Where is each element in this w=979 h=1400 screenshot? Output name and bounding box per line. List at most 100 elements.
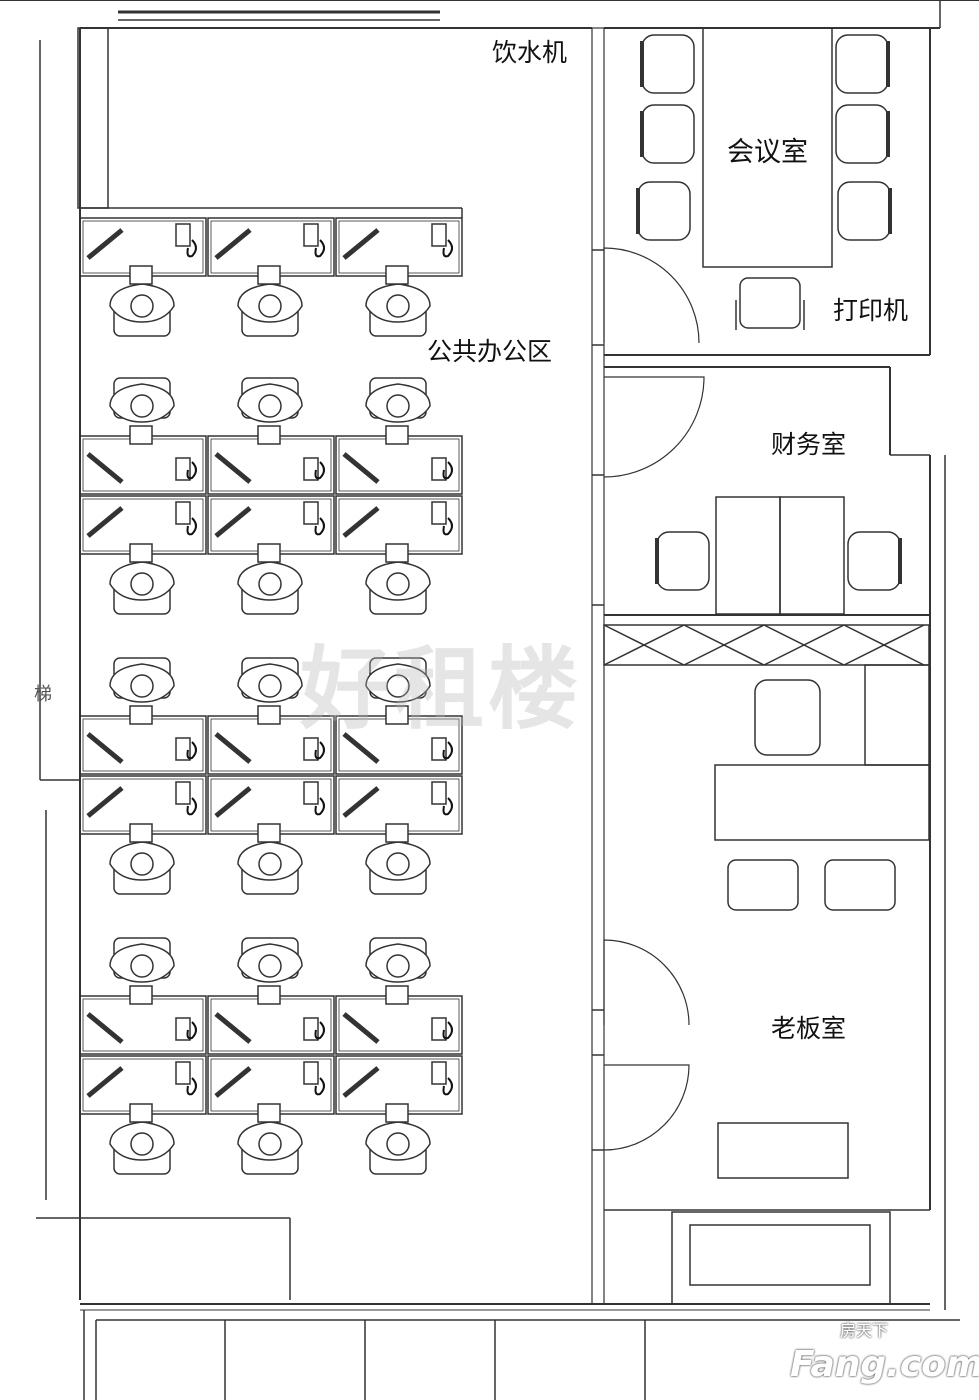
phone (175, 737, 191, 761)
paper (257, 1103, 281, 1123)
person-head (386, 852, 410, 876)
label-finance-room: 财务室 (771, 430, 847, 459)
paper (257, 425, 281, 445)
workstation (79, 217, 207, 337)
sofa (671, 1211, 891, 1305)
workstation (335, 937, 463, 1055)
phone-cord (442, 797, 453, 816)
workstation (335, 377, 463, 495)
paper (129, 985, 153, 1005)
workstation (79, 377, 207, 495)
phone (303, 501, 319, 525)
workstation (79, 1055, 207, 1175)
monitor (342, 506, 380, 538)
monitor (342, 1066, 380, 1098)
phone-cord (442, 1021, 453, 1040)
cabinet-x (603, 624, 685, 666)
monitor (214, 1012, 252, 1044)
person-head (386, 1132, 410, 1156)
person-head (130, 294, 154, 318)
phone-cord (186, 741, 197, 760)
phone-cord (186, 797, 197, 816)
paper (257, 705, 281, 725)
paper (385, 705, 409, 725)
chair-seat (641, 104, 695, 164)
phone-cord (442, 461, 453, 480)
phone-cord (314, 517, 325, 536)
person-head (386, 394, 410, 418)
guest-chair (824, 859, 896, 911)
paper (385, 823, 409, 843)
finance-chair (847, 531, 902, 591)
watermark: 好租楼 (300, 637, 582, 742)
side-cabinet (864, 664, 930, 766)
door-boss-1 (603, 939, 690, 1026)
monitor (342, 1012, 380, 1044)
person-head (386, 674, 410, 698)
paper (385, 425, 409, 445)
monitor (86, 786, 124, 818)
paper (129, 425, 153, 445)
person-head (258, 294, 282, 318)
phone (431, 457, 447, 481)
monitor (214, 1066, 252, 1098)
paper (385, 543, 409, 563)
phone (303, 737, 319, 761)
workstation (335, 1055, 463, 1175)
cabinet-x (683, 624, 765, 666)
paper (129, 1103, 153, 1123)
monitor (86, 452, 124, 484)
paper (257, 265, 281, 285)
phone-cord (314, 239, 325, 258)
phone (303, 1061, 319, 1085)
cabinet-x (763, 624, 845, 666)
monitor (214, 452, 252, 484)
finance-desk (779, 496, 845, 615)
workstation (207, 937, 335, 1055)
phone (175, 223, 191, 247)
monitor (86, 732, 124, 764)
boss-side-table (717, 1122, 849, 1179)
monitor (214, 786, 252, 818)
workstation (79, 657, 207, 775)
paper (385, 1103, 409, 1123)
label-boss-room: 老板室 (771, 1014, 847, 1043)
monitor (86, 228, 124, 260)
phone (431, 781, 447, 805)
workstation (335, 775, 463, 895)
workstation (207, 1055, 335, 1175)
monitor (214, 506, 252, 538)
monitor (86, 1012, 124, 1044)
printer (739, 277, 801, 329)
person-head (258, 852, 282, 876)
monitor (342, 732, 380, 764)
phone-cord (314, 1077, 325, 1096)
phone (303, 1017, 319, 1041)
monitor (342, 452, 380, 484)
cabinet (603, 624, 930, 666)
meeting-chair (837, 181, 892, 241)
phone-cord (314, 797, 325, 816)
phone-cord (314, 461, 325, 480)
phone (303, 457, 319, 481)
person-head (130, 1132, 154, 1156)
phone (303, 781, 319, 805)
phone-cord (314, 1021, 325, 1040)
phone-cord (186, 517, 197, 536)
workstation (207, 775, 335, 895)
logo-cn: 房天下 (840, 1321, 889, 1340)
person-head (130, 572, 154, 596)
workstation (207, 377, 335, 495)
person-head (258, 674, 282, 698)
meeting-table (702, 27, 833, 268)
monitor (342, 228, 380, 260)
chair-seat (837, 181, 891, 241)
workstation (79, 775, 207, 895)
phone-cord (186, 239, 197, 258)
phone-cord (442, 239, 453, 258)
paper (257, 823, 281, 843)
meeting-chair (835, 34, 890, 94)
boss-desk (714, 764, 930, 841)
phone (175, 1061, 191, 1085)
paper (257, 543, 281, 563)
